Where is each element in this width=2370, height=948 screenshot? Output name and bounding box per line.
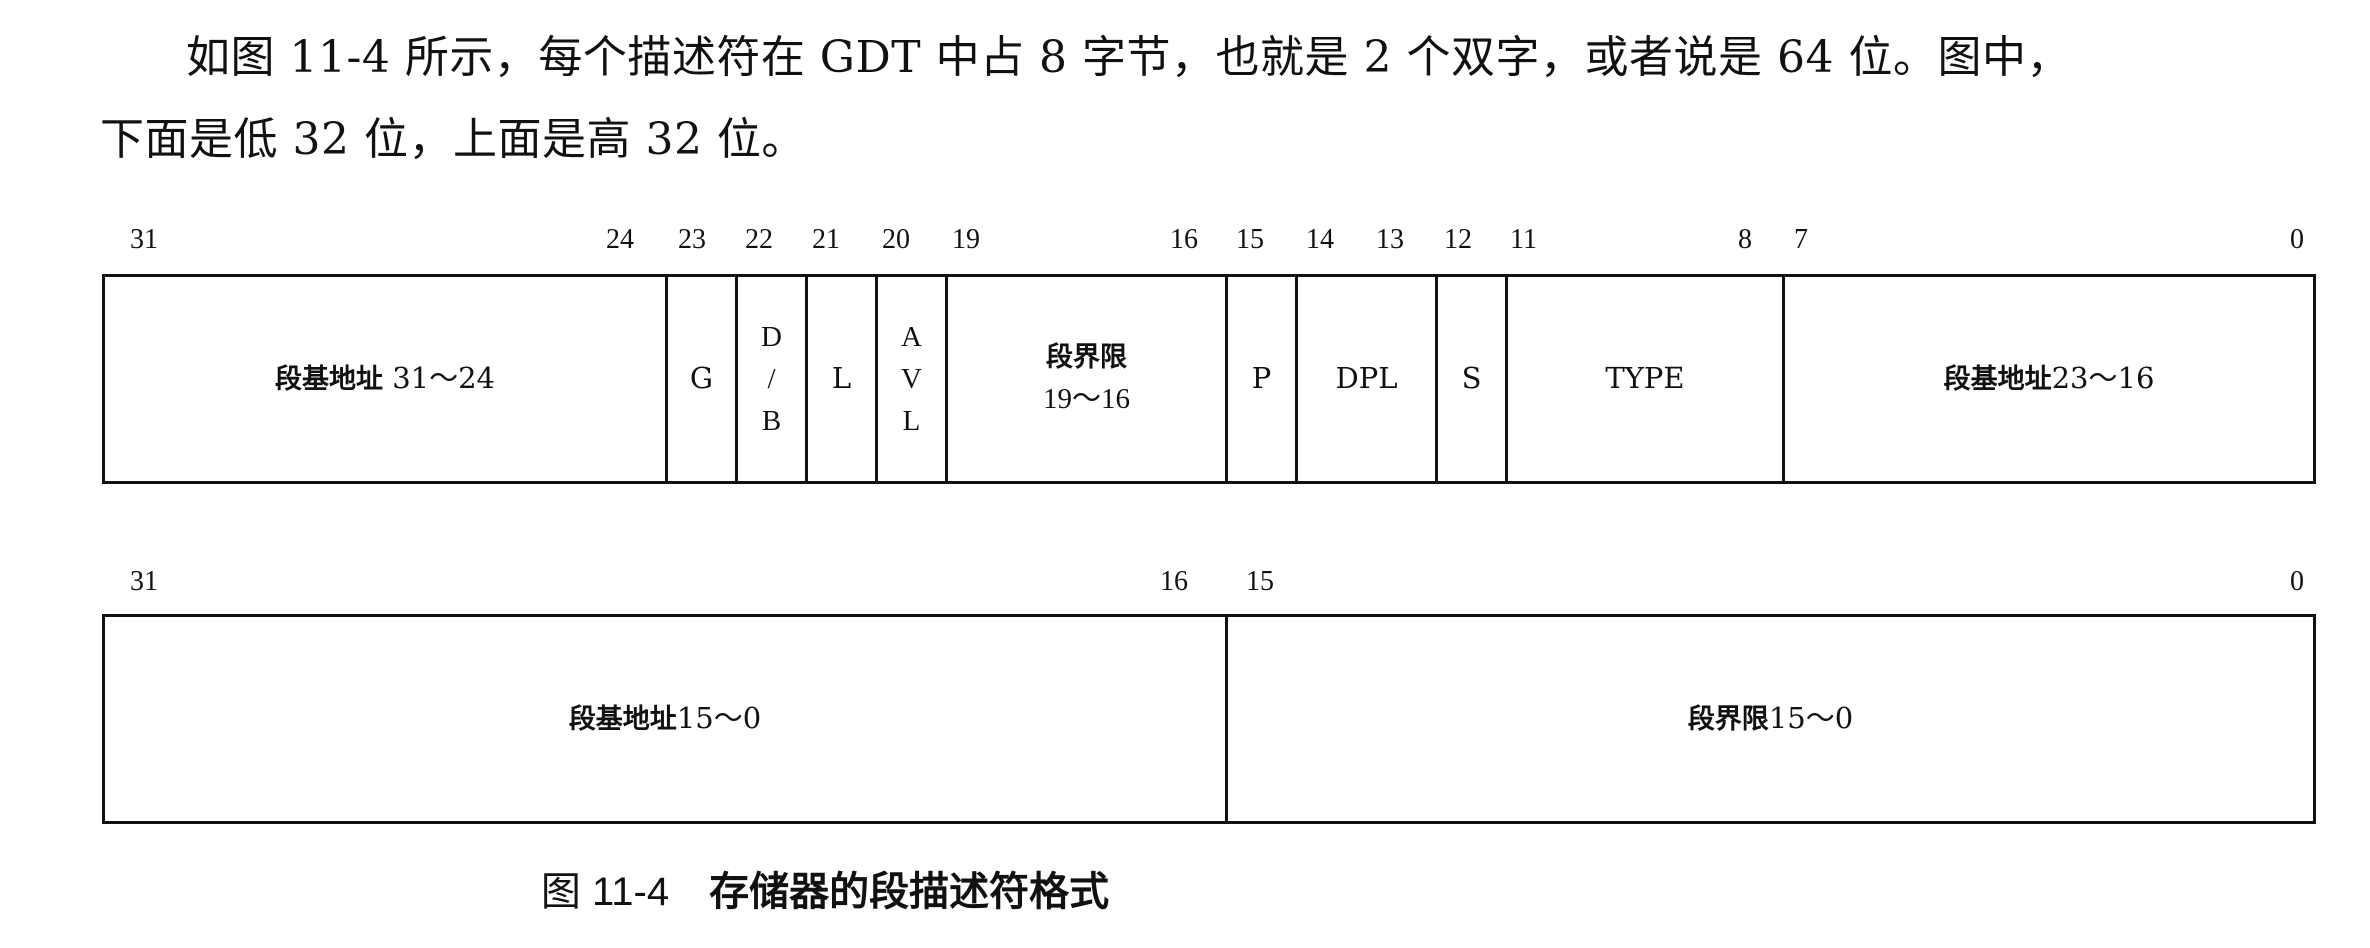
- bit-label: 16: [1170, 224, 1198, 255]
- field-type: TYPE: [1505, 277, 1782, 481]
- field-g: G: [665, 277, 735, 481]
- bit-label: 19: [952, 224, 980, 255]
- figure-caption: 图 11-4 存储器的段描述符格式: [0, 872, 1650, 912]
- bit-label: 20: [882, 224, 910, 255]
- bit-label: 24: [606, 224, 634, 255]
- figure-number: 图 11-4: [540, 870, 670, 914]
- bit-label: 22: [745, 224, 773, 255]
- bit-label: 31: [130, 224, 158, 255]
- body-paragraph-line-1: 如图 11-4 所示，每个描述符在 GDT 中占 8 字节，也就是 2 个双字，…: [186, 32, 2071, 83]
- bit-label: 7: [1794, 224, 1808, 255]
- field-char: D: [761, 320, 782, 353]
- high-dword-descriptor: 段基地址 31～24 G D / B L A V L 段界限 19～16 P D…: [102, 274, 2316, 484]
- bit-label: 23: [678, 224, 706, 255]
- low-dword-descriptor: 段基地址15～0 段界限15～0: [102, 614, 2316, 824]
- field-avl: A V L: [875, 277, 945, 481]
- field-limit-15-0: 段界限15～0: [1225, 617, 2313, 821]
- field-name: 段界限: [1045, 342, 1127, 374]
- field-base-31-24: 段基地址 31～24: [105, 277, 665, 481]
- field-limit-19-16: 段界限 19～16: [945, 277, 1225, 481]
- field-char: V: [901, 362, 922, 395]
- field-name: 段基地址: [274, 364, 383, 396]
- bit-label: 15: [1246, 566, 1274, 597]
- field-base-15-0: 段基地址15～0: [105, 617, 1225, 821]
- bit-label: 8: [1738, 224, 1752, 255]
- figure-title: 存储器的段描述符格式: [709, 869, 1110, 915]
- field-range: 23～16: [2051, 361, 2155, 396]
- bit-label: 0: [2290, 566, 2304, 597]
- field-range: 19～16: [1042, 382, 1130, 415]
- field-char: L: [902, 405, 921, 438]
- bit-label: 0: [2290, 224, 2304, 255]
- field-range: 31～24: [382, 361, 496, 396]
- field-range: 15～0: [1768, 701, 1854, 736]
- field-l: L: [805, 277, 875, 481]
- field-s: S: [1435, 277, 1505, 481]
- bit-label: 11: [1510, 224, 1537, 255]
- field-char: /: [767, 362, 776, 395]
- field-d-b: D / B: [735, 277, 805, 481]
- field-range: 15～0: [676, 701, 762, 736]
- bit-label: 14: [1306, 224, 1334, 255]
- field-char: B: [761, 405, 782, 438]
- field-char: A: [901, 320, 922, 353]
- bit-label: 12: [1444, 224, 1472, 255]
- field-name: 段界限: [1687, 704, 1769, 736]
- bit-label: 13: [1376, 224, 1404, 255]
- body-paragraph-line-2: 下面是低 32 位，上面是高 32 位。: [100, 114, 806, 165]
- field-name: 段基地址: [1943, 364, 2052, 396]
- bit-label: 16: [1160, 566, 1188, 597]
- field-name: 段基地址: [568, 704, 677, 736]
- bit-label: 31: [130, 566, 158, 597]
- bit-label: 15: [1236, 224, 1264, 255]
- field-base-23-16: 段基地址23～16: [1782, 277, 2313, 481]
- bit-label: 21: [812, 224, 840, 255]
- field-dpl: DPL: [1295, 277, 1435, 481]
- field-p: P: [1225, 277, 1295, 481]
